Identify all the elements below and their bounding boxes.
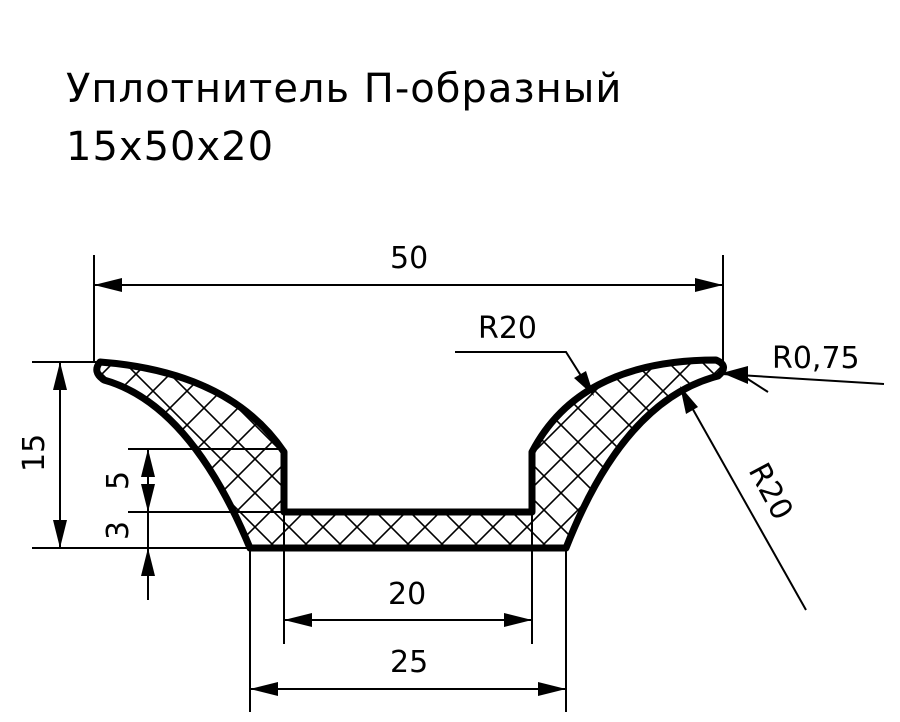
dimension-25-label: 25 xyxy=(390,645,428,680)
dimension-25: 25 xyxy=(250,645,566,696)
dimension-20: 20 xyxy=(284,577,532,627)
dimension-5: 5 xyxy=(101,449,155,512)
radius-r0-75: R0,75 xyxy=(721,341,885,393)
dimension-50: 50 xyxy=(94,241,723,292)
radius-r0-75-label: R0,75 xyxy=(772,341,860,376)
dimension-3-label: 3 xyxy=(101,521,136,540)
radius-r20-upper-label: R20 xyxy=(478,311,537,346)
dimension-50-label: 50 xyxy=(390,241,428,276)
dimension-15: 15 xyxy=(17,362,67,548)
dimension-5-label: 5 xyxy=(101,471,136,490)
dimension-3: 3 xyxy=(101,512,155,600)
drawing-subtitle: 15x50x20 xyxy=(66,124,274,170)
seal-profile-section xyxy=(93,356,727,552)
radius-r20-right-label: R20 xyxy=(741,457,800,526)
drawing-title: Уплотнитель П-образный xyxy=(66,66,622,112)
dimension-20-label: 20 xyxy=(388,577,426,612)
radius-r20-right: R20 xyxy=(680,386,807,611)
radius-r20-upper: R20 xyxy=(455,311,594,396)
dimension-15-label: 15 xyxy=(17,434,52,472)
